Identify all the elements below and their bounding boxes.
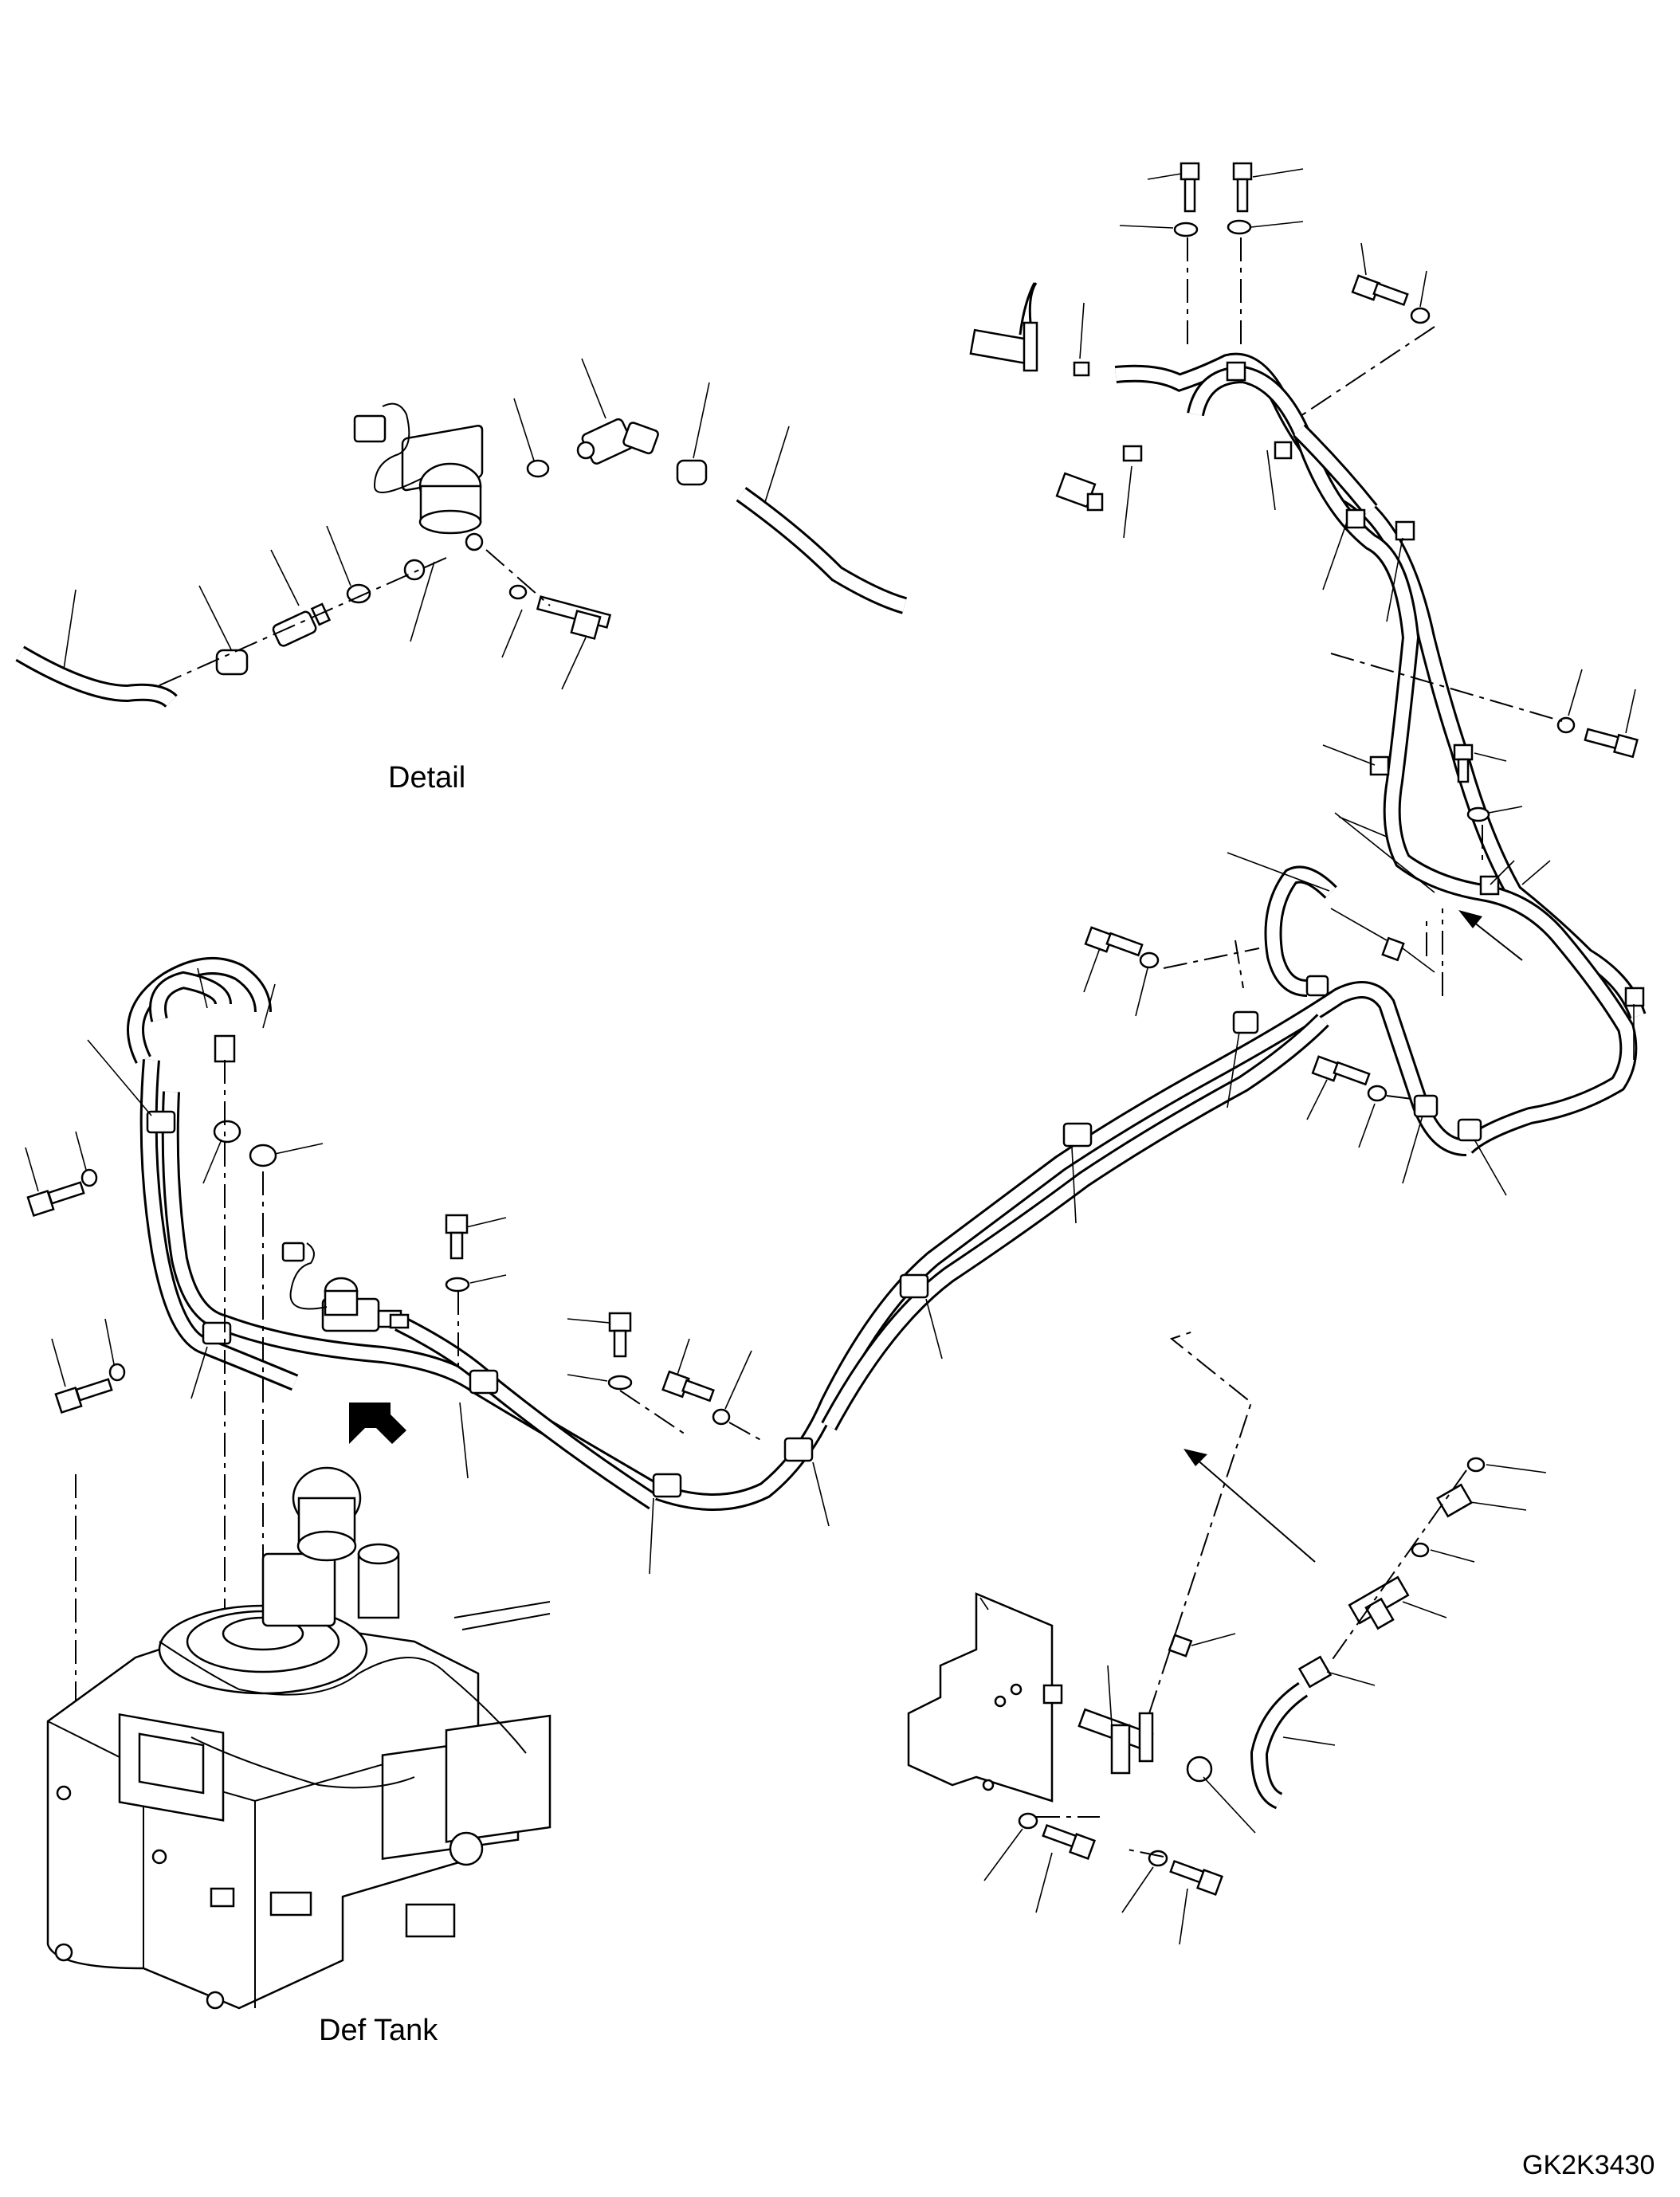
- detail-view: [15, 358, 908, 708]
- left-bolts: [25, 1034, 324, 1992]
- clamp-m11: [1457, 1118, 1482, 1142]
- fitting-f1: [1348, 1575, 1410, 1630]
- upper-hose-assembly: [969, 162, 1647, 1155]
- washer-f1: [1466, 1457, 1486, 1473]
- washer-r1: [1556, 716, 1576, 734]
- bolt-c2: [608, 1312, 632, 1358]
- bolt-m1: [1084, 926, 1144, 957]
- detail-plug: [353, 414, 387, 443]
- detail-wire: [373, 402, 423, 493]
- clamp-m2: [202, 1321, 232, 1345]
- clamp-m10: [1413, 1094, 1439, 1118]
- detail-leaders: [63, 358, 790, 690]
- nut-f2: [1297, 1655, 1333, 1689]
- main-hose-run: [127, 957, 1467, 1511]
- clamp-m6: [899, 1273, 929, 1299]
- small-clamp-a: [1073, 361, 1090, 377]
- clamp-m8: [1232, 1010, 1259, 1034]
- tee-fitting: [1077, 1708, 1154, 1775]
- bolt-r1: [1584, 728, 1639, 759]
- detail-hose-left: [15, 645, 178, 708]
- fitting-leaders: [1282, 1464, 1547, 1746]
- clamp-u2: [1274, 441, 1293, 460]
- view-direction-arrow-icon: [349, 1403, 406, 1444]
- flow-arrow-lower: [1183, 1449, 1316, 1563]
- washer-top-a: [1173, 222, 1199, 237]
- clamp-u1: [1226, 361, 1246, 382]
- bolt-top-a: [1147, 162, 1200, 213]
- nut-f1: [1436, 1483, 1473, 1518]
- clamp-m5: [783, 1437, 814, 1462]
- bolt-r2: [1453, 743, 1474, 783]
- clamp-u4: [1395, 520, 1415, 541]
- washer-b1: [1018, 1812, 1038, 1830]
- sensor-lower: [1055, 472, 1104, 512]
- clamp-m7: [1062, 1122, 1093, 1148]
- clamp-u5: [1369, 755, 1390, 776]
- small-clamp-b: [1122, 445, 1143, 462]
- drawing-code: GK2K3430: [1522, 2150, 1655, 2180]
- clamp-m3: [469, 1369, 499, 1395]
- detail-bolt: [536, 595, 612, 640]
- bolt-c1: [445, 1214, 469, 1260]
- clamp-m9: [1305, 975, 1329, 997]
- clamp-u3: [1345, 508, 1366, 529]
- main-run-clamps: [146, 975, 1482, 1498]
- clamp-cup-2: [249, 1144, 277, 1167]
- hose-f1: [1250, 1681, 1309, 1810]
- washer-l1: [80, 1168, 98, 1187]
- washer-b2: [1148, 1850, 1168, 1867]
- detail-connector: [272, 602, 332, 647]
- bolt-c3: [661, 1370, 715, 1403]
- detail-washer: [508, 584, 528, 600]
- detail-o-ring-mid: [526, 459, 550, 478]
- washer-top-right: [1410, 307, 1431, 324]
- bolt-l1: [26, 1181, 85, 1218]
- detail-clamp-left: [215, 649, 249, 676]
- main-run-leaders: [87, 967, 1507, 1575]
- detail-elbow-fitting: [576, 418, 659, 465]
- sleeve-a: [1381, 936, 1405, 962]
- detail-hose-right: [736, 487, 908, 614]
- bolt-l2: [54, 1378, 113, 1414]
- o-ring-f1: [1411, 1542, 1430, 1558]
- j-hose: [1264, 865, 1337, 997]
- washer-c1: [445, 1277, 470, 1293]
- washer-c3: [712, 1408, 731, 1426]
- detail-o-ring-left: [346, 583, 371, 604]
- detail-clamp-right: [676, 459, 708, 486]
- bolt-b1: [1042, 1823, 1096, 1860]
- bracket-assembly: [907, 1330, 1547, 1945]
- detail-solenoid-valve: [401, 425, 484, 581]
- clamp-m1: [146, 1110, 176, 1134]
- nut-b1: [1168, 1634, 1193, 1658]
- mid-bolts: [445, 1214, 766, 1443]
- clamp-cup-1: [213, 1120, 241, 1144]
- bolt-top-b: [1232, 162, 1304, 213]
- nox-sensor-bracket: [969, 282, 1038, 372]
- bolt-top-right: [1351, 274, 1409, 307]
- washer-m1: [1139, 951, 1160, 969]
- detail-label: Detail: [388, 761, 466, 794]
- bolt-b2: [1169, 1859, 1223, 1896]
- mid-right-fittings: [1083, 812, 1443, 1148]
- washer-m2: [1367, 1085, 1388, 1102]
- washer-c2: [607, 1375, 633, 1391]
- bolt-m2: [1311, 1055, 1371, 1086]
- sleeve-l1: [214, 1034, 236, 1063]
- washer-top-b: [1227, 219, 1252, 235]
- detail-axis: [159, 549, 551, 686]
- def-tank-label: Def Tank: [319, 2014, 438, 2047]
- flow-direction-arrow-icon: [1458, 910, 1523, 961]
- clamp-u7: [1624, 987, 1645, 1007]
- clamp-m4: [652, 1473, 682, 1498]
- nut-b2: [1186, 1756, 1213, 1783]
- upper-hose-pair: [1114, 352, 1647, 1155]
- washer-l2: [108, 1363, 126, 1382]
- main-solenoid-valve: [281, 1242, 410, 1332]
- washer-r2: [1466, 806, 1490, 822]
- def-tank: [46, 1466, 551, 2010]
